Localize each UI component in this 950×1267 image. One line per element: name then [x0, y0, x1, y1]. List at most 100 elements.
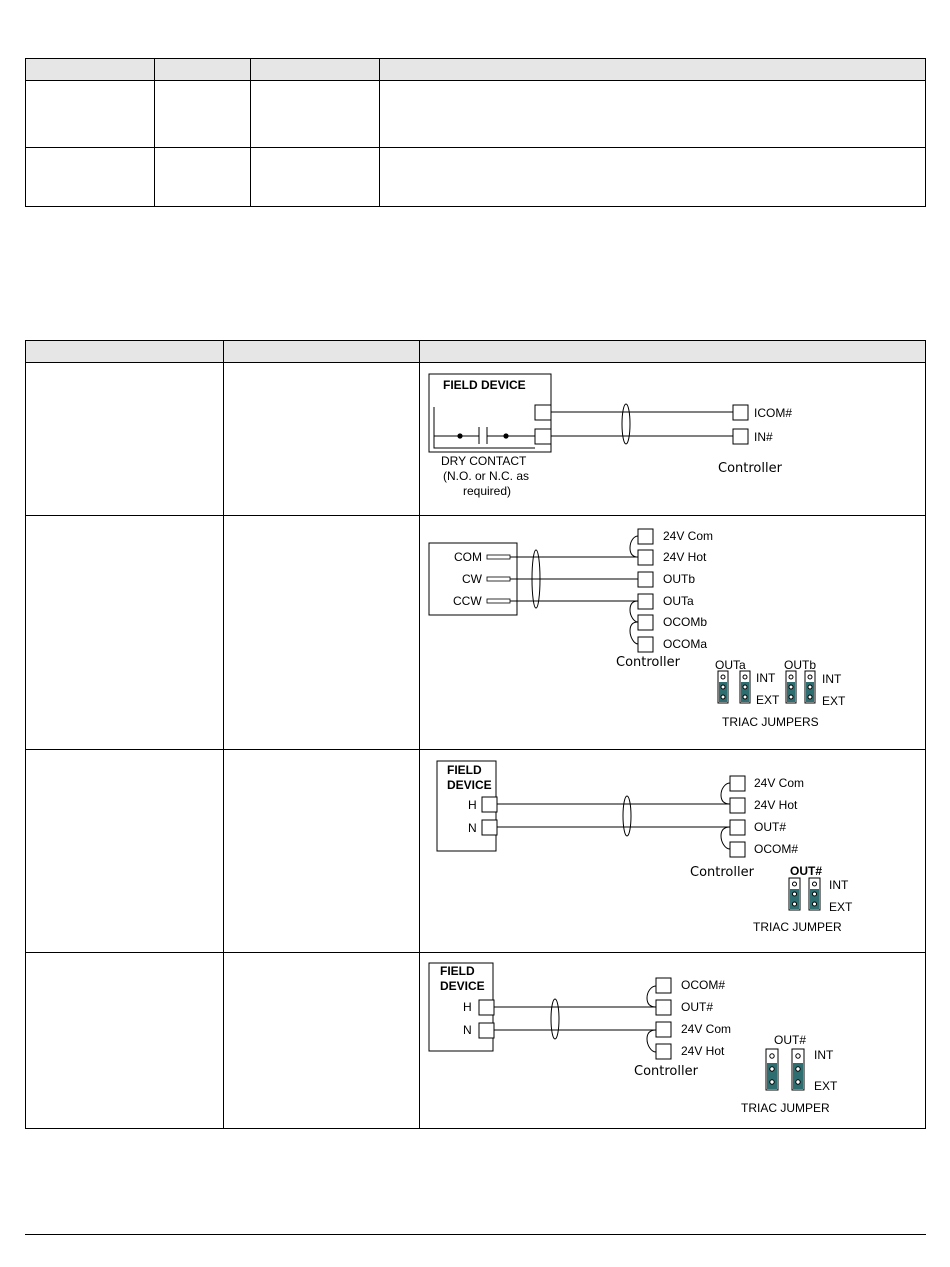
table-cell	[25, 515, 224, 750]
table-row: COM CW CCW	[25, 515, 926, 750]
terminal-label: 24V Hot	[754, 798, 798, 812]
jumper-ext-label: EXT	[814, 1079, 838, 1093]
field-device-title: DEVICE	[447, 778, 492, 792]
upper-table	[25, 58, 926, 207]
header-cell	[379, 58, 926, 81]
controller-terminal-block	[655, 977, 672, 1060]
device-terminal-label: CCW	[453, 594, 482, 608]
device-terminal-label: COM	[454, 550, 482, 564]
triac-jumper-icon	[791, 1048, 805, 1091]
jumper-int-label: INT	[756, 671, 776, 685]
table-cell	[25, 749, 224, 953]
terminal-label: 24V Com	[754, 776, 804, 790]
table-cell	[25, 952, 224, 1129]
table-row: FIELD DEVICE H N 24V Com 24V Hot	[25, 749, 926, 953]
field-device-title: FIELD	[447, 763, 482, 777]
cable-shield-icon	[621, 403, 631, 445]
triac-jumper-icon	[785, 670, 797, 704]
cable-shield-icon	[550, 998, 560, 1040]
triac-jumper-icon	[717, 670, 729, 704]
table-cell	[250, 147, 380, 207]
terminal-label: OCOM#	[754, 842, 798, 856]
field-device-title: DEVICE	[440, 979, 485, 993]
terminal-label: 24V Com	[663, 529, 713, 543]
triac-jumper-icon	[739, 670, 751, 704]
terminal-label: 24V Hot	[663, 550, 707, 564]
controller-label: Controller	[616, 655, 681, 670]
cable-shield-icon	[531, 549, 541, 609]
triac-jumper-icon	[765, 1048, 779, 1091]
controller-terminal	[732, 404, 749, 421]
device-terminal-label: H	[468, 798, 477, 812]
controller-label: Controller	[690, 865, 755, 880]
triac-jumper-caption: TRIAC JUMPER	[753, 920, 842, 934]
jumper-group-label: OUTa	[715, 658, 746, 672]
jumper-group-label: OUTb	[784, 658, 816, 672]
wiring-table: FIELD DEVICE ICOM# IN# DRY CONTA	[25, 340, 926, 1129]
table-cell	[223, 749, 420, 953]
footer-rule	[25, 1234, 926, 1235]
table-cell	[154, 147, 251, 207]
device-terminal	[481, 796, 498, 813]
triac-jumpers-caption: TRIAC JUMPERS	[722, 715, 819, 729]
controller-label: Controller	[634, 1064, 699, 1079]
terminal-label: OUT#	[754, 820, 786, 834]
table-row: FIELD DEVICE H N OCOM# OUT#	[25, 952, 926, 1129]
terminal-label: OCOMa	[663, 637, 707, 651]
terminal-label: 24V Com	[681, 1022, 731, 1036]
device-terminal	[534, 404, 552, 421]
triac-jumper-caption: TRIAC JUMPER	[741, 1101, 830, 1115]
diagram-cell: FIELD DEVICE H N 24V Com 24V Hot	[419, 749, 926, 953]
controller-terminal-block	[729, 775, 746, 858]
table-cell	[154, 80, 251, 148]
jumper-ext-label: EXT	[829, 900, 853, 914]
device-terminal	[478, 1022, 495, 1039]
table-cell	[25, 147, 155, 207]
table-cell	[223, 362, 420, 516]
jumper-int-label: INT	[814, 1048, 834, 1062]
table-cell	[223, 952, 420, 1129]
device-terminal	[478, 999, 495, 1016]
header-cell	[25, 340, 224, 363]
header-cell	[25, 58, 155, 81]
field-device-title: FIELD	[440, 964, 475, 978]
header-cell	[250, 58, 380, 81]
external-power-wiring-diagram: FIELD DEVICE H N OCOM# OUT#	[428, 962, 838, 1115]
table-row: FIELD DEVICE ICOM# IN# DRY CONTA	[25, 362, 926, 516]
header-cell	[419, 340, 926, 363]
device-terminal-label: N	[468, 821, 477, 835]
dry-contact-caption: DRY CONTACT	[441, 454, 527, 468]
dry-contact-caption: (N.O. or N.C. as	[443, 469, 529, 483]
terminal-label: OUTb	[663, 572, 695, 586]
device-terminal	[481, 819, 498, 836]
device-terminal-label: H	[463, 1000, 472, 1014]
jumper-int-label: INT	[829, 878, 849, 892]
terminal-label: OCOM#	[681, 978, 725, 992]
table-row	[25, 147, 926, 207]
device-terminal	[534, 428, 552, 445]
jumper-ext-label: EXT	[756, 693, 780, 707]
jumper-label: OUT#	[774, 1033, 806, 1047]
table-cell	[379, 147, 926, 207]
dry-contact-caption: required)	[463, 484, 511, 498]
cable-shield-icon	[622, 795, 632, 837]
diagram-cell: COM CW CCW	[419, 515, 926, 750]
field-device-title: FIELD DEVICE	[443, 378, 526, 392]
controller-label: Controller	[718, 461, 783, 476]
table-cell	[223, 515, 420, 750]
triac-jumper-icon	[804, 670, 816, 704]
diagram-cell: FIELD DEVICE H N OCOM# OUT#	[419, 952, 926, 1129]
table-row	[25, 80, 926, 148]
floating-actuator-wiring-diagram: COM CW CCW	[428, 528, 846, 729]
triac-jumper-icon	[808, 877, 821, 911]
device-terminal-label: CW	[462, 572, 483, 586]
table-cell	[25, 362, 224, 516]
device-terminal-label: N	[463, 1023, 472, 1037]
terminal-label: ICOM#	[754, 406, 792, 420]
jumper-int-label: INT	[822, 672, 842, 686]
terminal-label: OUTa	[663, 594, 694, 608]
header-cell	[154, 58, 251, 81]
table-cell	[25, 80, 155, 148]
jumper-label: OUT#	[790, 864, 822, 878]
terminal-label: OUT#	[681, 1000, 713, 1014]
